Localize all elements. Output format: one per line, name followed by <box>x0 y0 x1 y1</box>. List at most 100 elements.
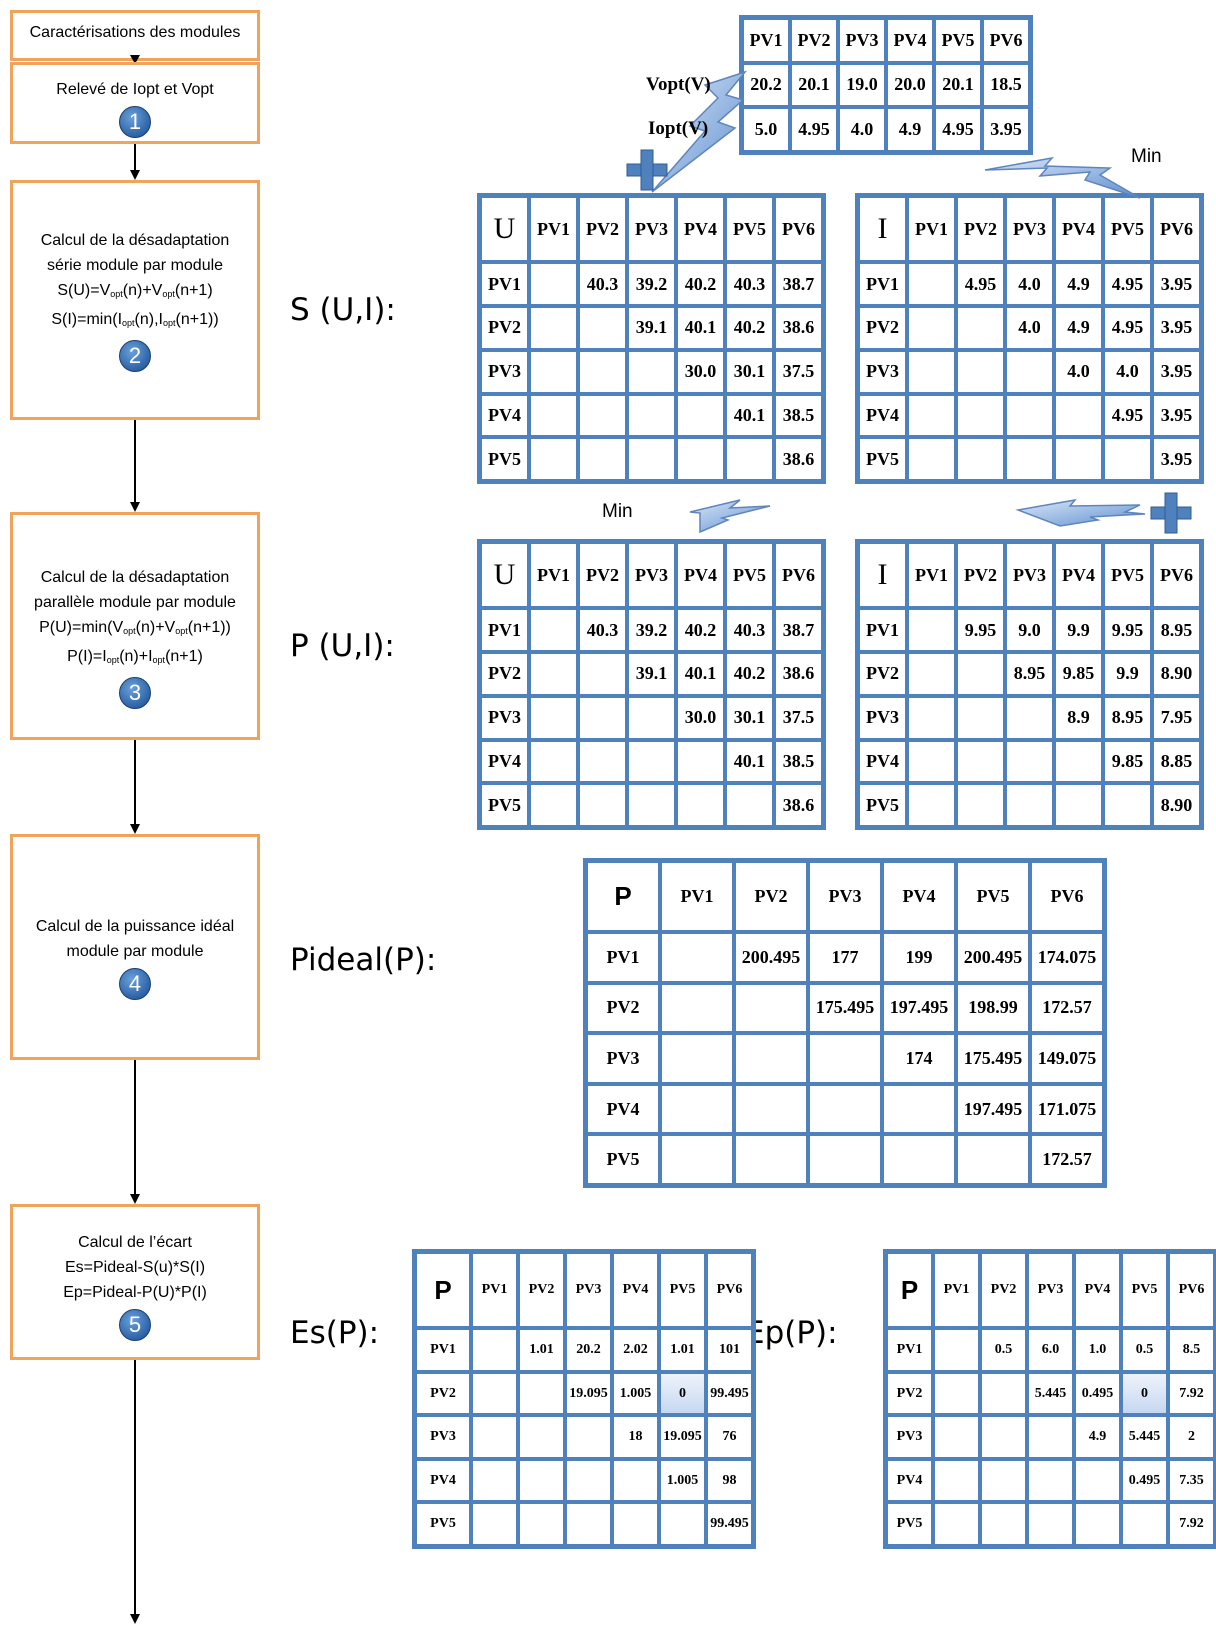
table-cell <box>578 349 627 394</box>
table-cell: 9.95 <box>956 608 1005 653</box>
table-cell <box>627 393 676 438</box>
label-p-ui: P (U,I): <box>290 628 395 664</box>
row-header: PV3 <box>480 349 529 394</box>
row-header: PV4 <box>480 739 529 784</box>
table-cell <box>529 437 578 481</box>
table-cell <box>980 1502 1027 1546</box>
table-cell: 4.95 <box>1103 393 1152 438</box>
col-header: PV6 <box>1168 1252 1215 1329</box>
table-cell <box>529 783 578 827</box>
table-cell: 37.5 <box>774 695 823 740</box>
table-cell: 4.9 <box>1054 306 1103 350</box>
matrix-corner-label: P <box>886 1252 933 1329</box>
table-cell: 3.95 <box>1152 262 1201 307</box>
table-cell: 4.9 <box>1054 262 1103 307</box>
col-header: PV3 <box>1027 1252 1074 1329</box>
col-header: PV5 <box>725 542 774 609</box>
table-cell: 38.7 <box>774 608 823 653</box>
col-header: PV1 <box>907 196 956 263</box>
col-header: PV5 <box>934 18 982 63</box>
col-header: PV6 <box>1152 542 1201 609</box>
header-text: Caractérisations des modules <box>29 24 241 41</box>
table-cell: 7.35 <box>1168 1458 1215 1503</box>
table-cell <box>660 1083 734 1135</box>
row-header: PV4 <box>886 1458 933 1503</box>
table-cell <box>529 608 578 653</box>
table-cell <box>518 1502 565 1546</box>
table-cell <box>565 1415 612 1459</box>
step3-line2: parallèle module par module <box>34 594 236 611</box>
table-row-iopt: 5.0 4.95 4.0 4.9 4.95 3.95 <box>742 107 1030 152</box>
step4-line2: module par module <box>66 943 204 960</box>
table-cell <box>980 1415 1027 1459</box>
table-cell: 4.95 <box>1103 306 1152 350</box>
col-header: PV3 <box>808 861 882 932</box>
table-cell <box>471 1458 518 1503</box>
table-cell <box>956 393 1005 438</box>
table-cell <box>933 1458 980 1503</box>
table-cell: 19.095 <box>565 1371 612 1416</box>
table-cell <box>907 262 956 307</box>
row-header: PV1 <box>886 1328 933 1372</box>
step3-formula-i: P(I)=Iopt(n)+Iopt(n+1) <box>67 648 203 665</box>
table-cell <box>1005 783 1054 827</box>
table-cell: 8.95 <box>1103 695 1152 740</box>
matrix-corner-label: P <box>415 1252 471 1329</box>
col-header: PV3 <box>627 542 676 609</box>
table-cell: 3.95 <box>1152 437 1201 481</box>
row-header: PV2 <box>858 652 907 696</box>
row-header: PV2 <box>415 1371 471 1416</box>
row-header: PV3 <box>415 1415 471 1459</box>
col-header: PV1 <box>907 542 956 609</box>
col-header: PV5 <box>956 861 1030 932</box>
table-cell <box>612 1458 659 1503</box>
table-cell: 76 <box>706 1415 753 1459</box>
row-header: PV5 <box>858 437 907 481</box>
row-header: PV1 <box>586 931 660 983</box>
table-cell: 4.0 <box>1005 262 1054 307</box>
table-cell <box>907 437 956 481</box>
table-cell: 4.9 <box>1074 1415 1121 1459</box>
table-cell: 38.6 <box>774 652 823 696</box>
table-cell <box>956 652 1005 696</box>
table-cell: 9.95 <box>1103 608 1152 653</box>
table-cell <box>882 1134 956 1185</box>
table-cell <box>808 1033 882 1084</box>
table-cell: 2.02 <box>612 1328 659 1372</box>
table-cell <box>627 783 676 827</box>
table-cell <box>471 1328 518 1372</box>
col-header: PV2 <box>956 196 1005 263</box>
table-cell: 40.2 <box>725 306 774 350</box>
table-cell <box>956 349 1005 394</box>
table-cell: 38.5 <box>774 393 823 438</box>
table-cell: 0 <box>1121 1371 1168 1416</box>
table-cell <box>578 739 627 784</box>
table-cell <box>1027 1502 1074 1546</box>
table-cell <box>1005 695 1054 740</box>
table-cell <box>907 695 956 740</box>
col-header: PV3 <box>1005 542 1054 609</box>
col-header: PV3 <box>565 1252 612 1329</box>
matrix-corner-label: U <box>480 542 529 609</box>
table-cell: 99.495 <box>706 1502 753 1546</box>
table-cell <box>725 783 774 827</box>
table-cell <box>734 1033 808 1084</box>
table-cell: 40.3 <box>578 608 627 653</box>
table-cell <box>734 1083 808 1135</box>
vopt-iopt-table: PV1 PV2 PV3 PV4 PV5 PV6 20.2 20.1 19.0 2… <box>739 15 1033 155</box>
lightning-bolt-icon <box>1015 498 1146 527</box>
table-cell: 8.95 <box>1005 652 1054 696</box>
table-cell: 40.3 <box>725 262 774 307</box>
